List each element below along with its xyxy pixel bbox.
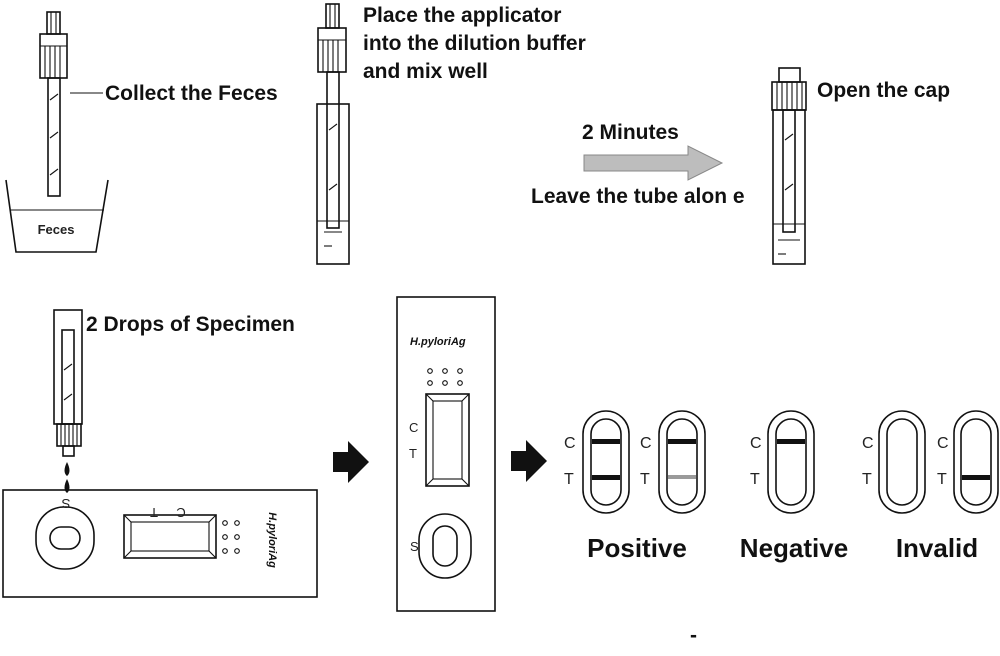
c-label: C [176, 505, 185, 520]
collect-feces-label: Collect the Feces [105, 82, 278, 105]
place-line-3: and mix well [363, 60, 488, 83]
result-window-invalid-t-only [953, 410, 999, 514]
dropper-tube-icon [53, 309, 83, 457]
c-label: C [937, 435, 949, 452]
result-positive-label: Positive [587, 533, 687, 563]
drop-icon [64, 462, 70, 476]
t-label: T [640, 471, 650, 488]
applicator-icon [39, 11, 68, 197]
place-line-1: Place the applicator [363, 4, 561, 27]
t-label: T [150, 505, 158, 520]
result-window-negative [767, 410, 815, 514]
capped-tube-icon [771, 67, 807, 265]
feces-cup-icon [5, 179, 109, 253]
step-wait: 2 Minutes Leave the tube alon e [531, 121, 745, 208]
step-add-drops: 2 Drops of Specimen S T C H.pyloriAg [2, 309, 318, 598]
c-label: C [640, 435, 652, 452]
test-cassette-vertical [396, 296, 496, 612]
black-arrow-icon [511, 440, 547, 482]
result-window-positive-strong [582, 410, 630, 514]
footer-mark: - [690, 624, 697, 647]
c-label: C [750, 435, 762, 452]
s-label: S [410, 539, 419, 554]
open-cap-label: Open the cap [817, 79, 950, 102]
step-place-applicator: Place the applicator into the dilution b… [316, 3, 586, 265]
t-label: T [750, 471, 760, 488]
t-label: T [937, 471, 947, 488]
step-open-cap: Open the cap [771, 67, 950, 265]
drops-label: 2 Drops of Specimen [86, 313, 295, 336]
step-collect-feces: Feces Collect the Feces [5, 11, 278, 253]
test-cassette-horizontal [2, 489, 318, 598]
result-invalid-label: Invalid [896, 533, 978, 563]
wait-time-label: 2 Minutes [582, 121, 679, 144]
wait-note-label: Leave the tube alon e [531, 185, 745, 208]
t-label: T [409, 446, 417, 461]
result-window-positive-weak [658, 410, 706, 514]
result-window-invalid-blank [878, 410, 926, 514]
feces-label: Feces [38, 222, 75, 237]
buffer-tube-icon [316, 3, 350, 265]
result-ct-labels: C T C T C T C T C T [564, 435, 949, 488]
c-label: C [862, 435, 874, 452]
c-label: C [409, 420, 418, 435]
place-line-2: into the dilution buffer [363, 32, 586, 55]
brand-label: H.pyloriAg [266, 512, 278, 568]
result-negative-label: Negative [740, 533, 848, 563]
result-windows [582, 410, 999, 514]
black-arrow-icon [333, 441, 369, 483]
t-label: T [564, 471, 574, 488]
brand-label: H.pyloriAg [410, 336, 466, 348]
gray-arrow-icon [583, 145, 724, 181]
drop-icon [64, 479, 70, 493]
t-label: T [862, 471, 872, 488]
c-label: C [564, 435, 576, 452]
s-label: S [61, 496, 70, 511]
